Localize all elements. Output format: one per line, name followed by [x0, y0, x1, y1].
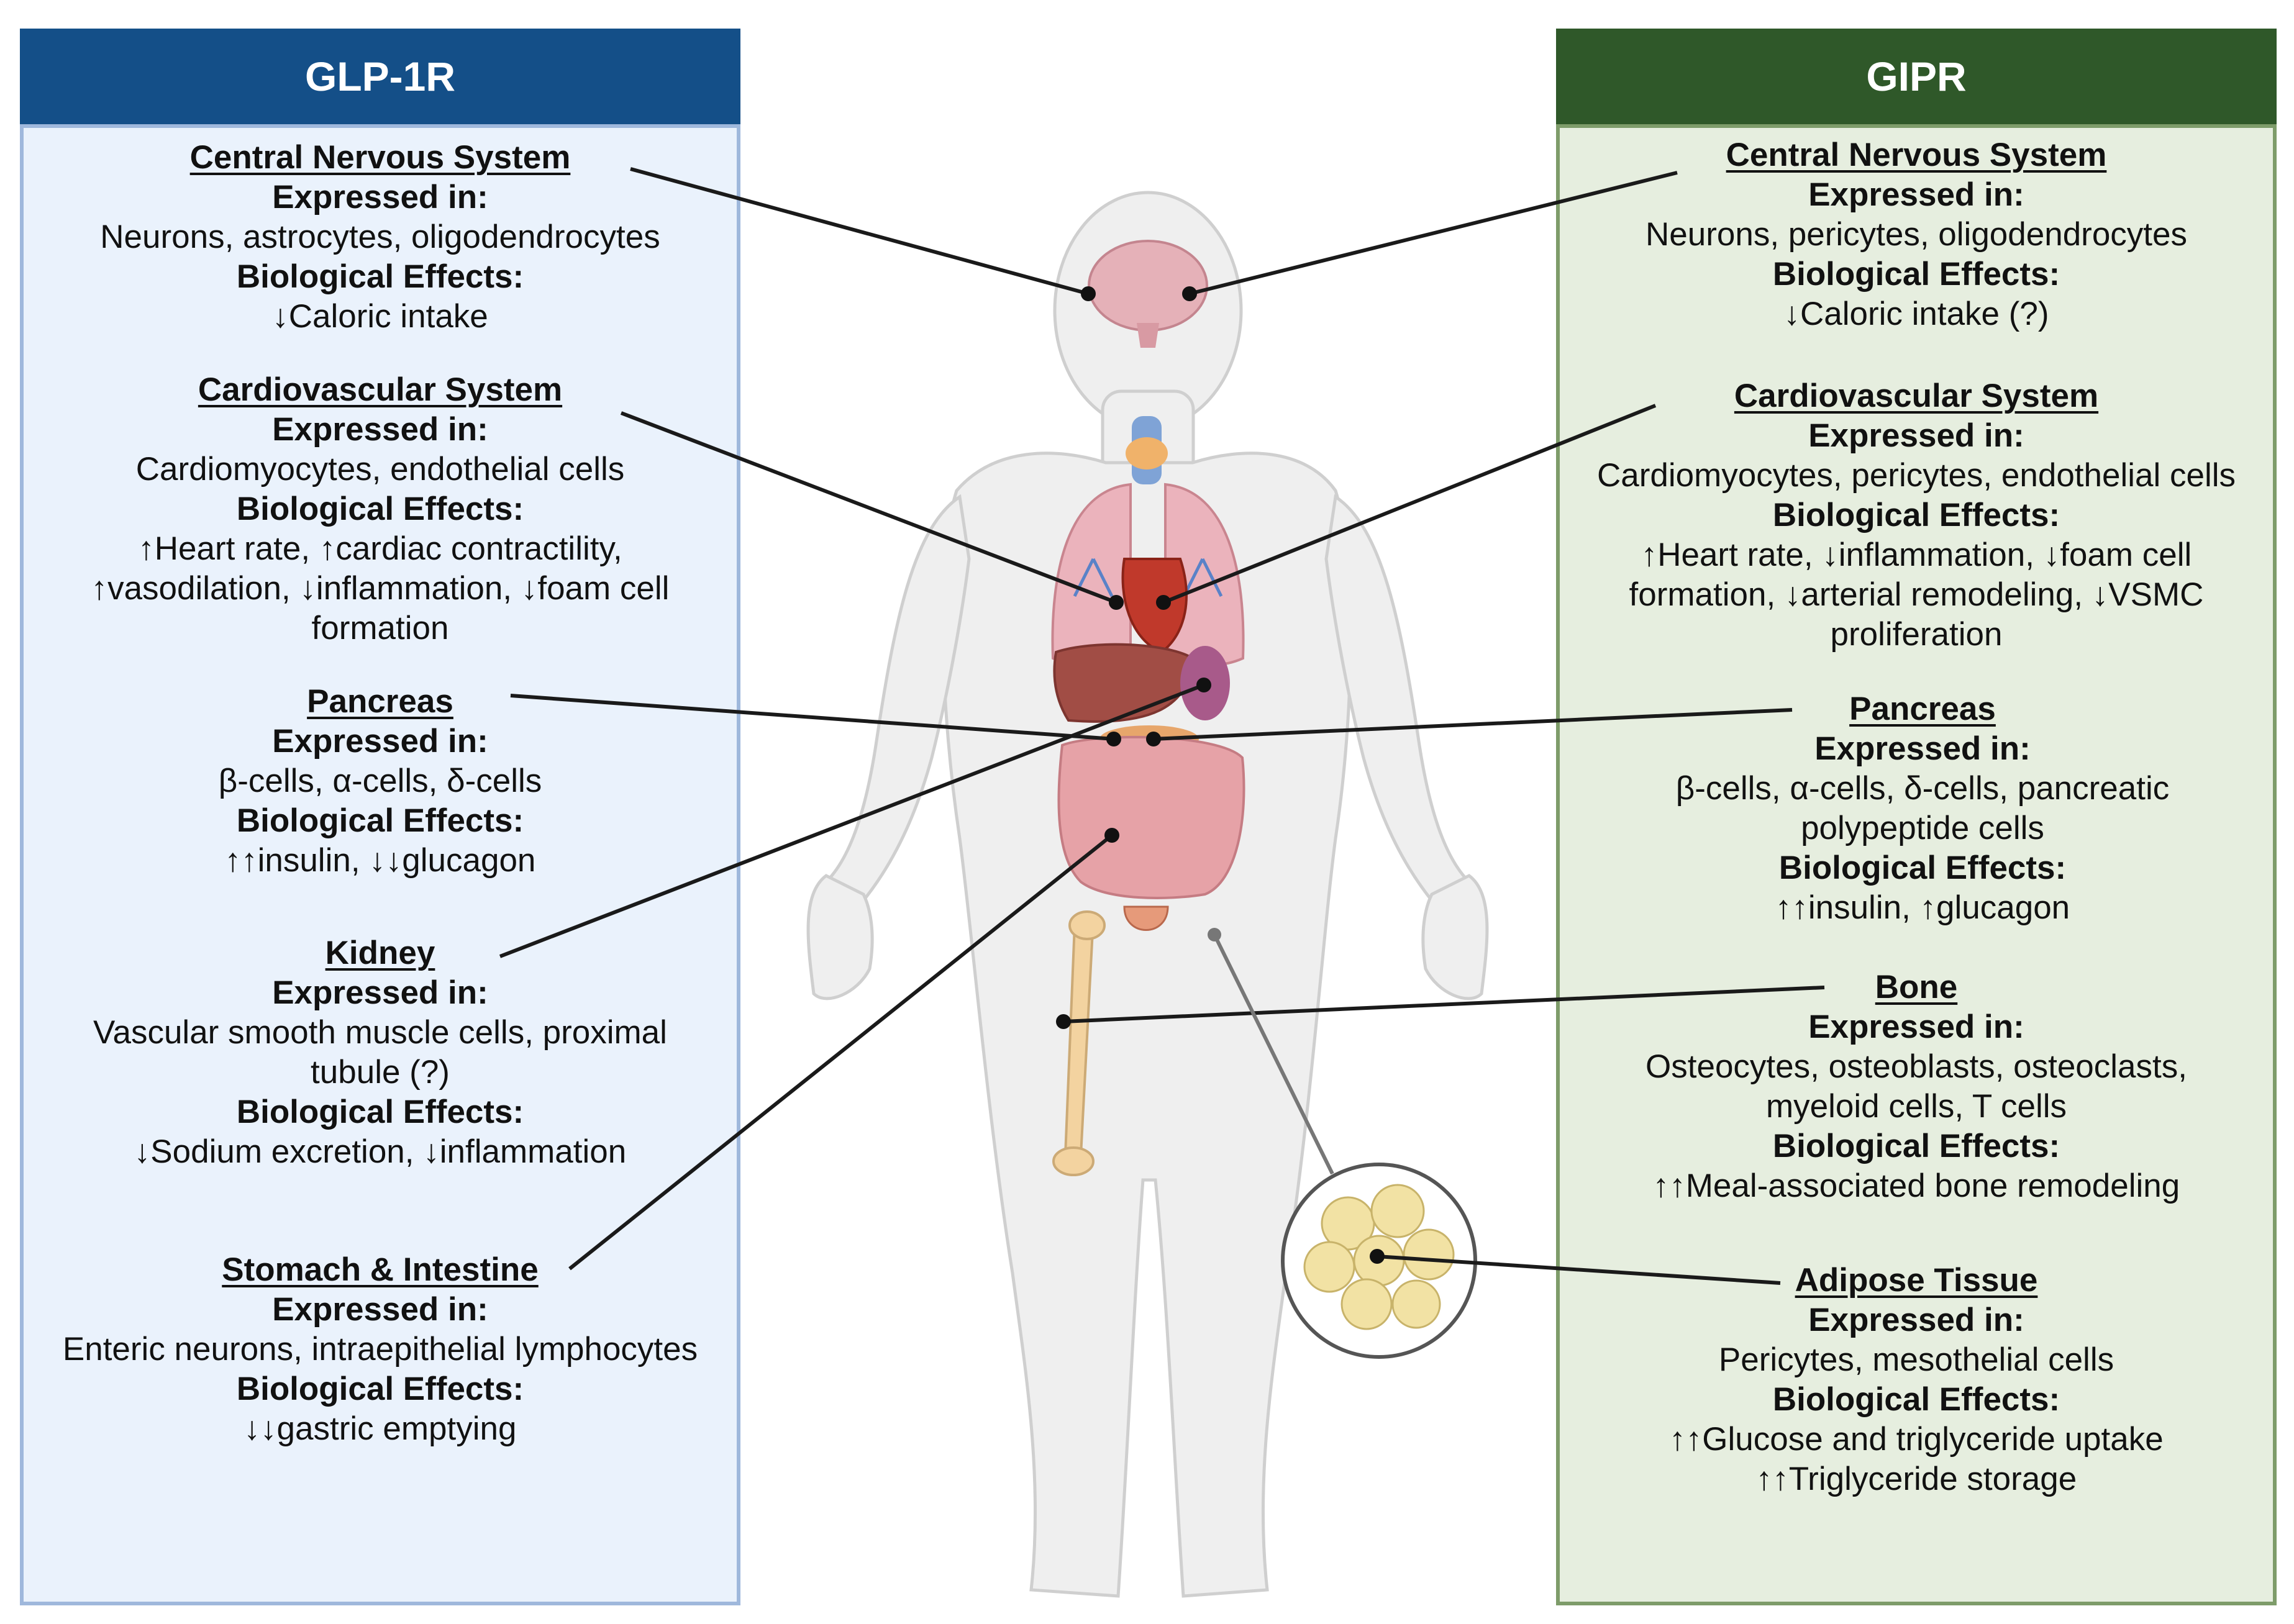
femur-knee-icon — [1052, 1146, 1095, 1176]
effects-text: ↑↑insulin, ↓↓glucagon — [224, 842, 536, 879]
section-title: Cardiovascular System — [198, 371, 563, 408]
glp1r-cns-connector — [630, 167, 1089, 296]
glp1r-stomach-intestine-connector — [568, 833, 1113, 1271]
expressed-text: Neurons, astrocytes, oligodendrocytes — [100, 219, 660, 255]
gipr-bone-connector — [1063, 986, 1825, 1023]
expressed-text: Enteric neurons, intraepithelial lymphoc… — [62, 1331, 698, 1368]
glp1r-stomach-intestine-section: Stomach & Intestine Expressed in: Enteri… — [23, 1250, 737, 1449]
section-title: Bone — [1875, 969, 1958, 1005]
expressed-label: Expressed in: — [1808, 417, 2024, 454]
brainstem-icon — [1137, 323, 1159, 348]
expressed-text: Neurons, pericytes, oligodendrocytes — [1645, 216, 2187, 253]
effects-label: Biological Effects: — [1772, 1128, 2060, 1164]
gipr-adipose-section: Adipose Tissue Expressed in: Pericytes, … — [1559, 1261, 2274, 1499]
expressed-label: Expressed in: — [1808, 1302, 2024, 1338]
effects-text: ↑Heart rate, ↑cardiac contractility, ↑va… — [91, 530, 670, 646]
section-title: Central Nervous System — [1726, 137, 2107, 173]
gipr-cns-connector — [1189, 171, 1678, 296]
glp1r-header: GLP-1R — [20, 29, 740, 124]
effects-label: Biological Effects: — [1772, 497, 2060, 533]
section-title: Cardiovascular System — [1734, 378, 2099, 414]
gipr-panel — [1556, 124, 2277, 1605]
section-title: Pancreas — [307, 683, 453, 720]
expressed-text: β-cells, α-cells, δ-cells, pancreatic po… — [1675, 770, 2170, 846]
connector-endpoints — [1056, 286, 1385, 1264]
effects-label: Biological Effects: — [236, 258, 524, 295]
expressed-label: Expressed in: — [272, 1291, 488, 1328]
human-body-silhouette — [806, 191, 1489, 1598]
effects-label: Biological Effects: — [1772, 1381, 2060, 1418]
effects-label: Biological Effects: — [236, 1371, 524, 1407]
effects-text: ↑↑Glucose and triglyceride uptake ↑↑Trig… — [1669, 1421, 2164, 1497]
effects-label: Biological Effects: — [236, 802, 524, 839]
expressed-text: Cardiomyocytes, endothelial cells — [135, 451, 625, 488]
effects-text: ↑↑Meal-associated bone remodeling — [1652, 1168, 2180, 1204]
effects-label: Biological Effects: — [1778, 850, 2067, 886]
gipr-bone-section: Bone Expressed in: Osteocytes, osteoblas… — [1559, 968, 2274, 1206]
expressed-label: Expressed in: — [272, 411, 488, 448]
glp1r-cns-section: Central Nervous System Expressed in: Neu… — [23, 138, 737, 337]
expressed-text: Osteocytes, osteoblasts, osteoclasts, my… — [1645, 1048, 2187, 1125]
glp1r-cardiovascular-section: Cardiovascular System Expressed in: Card… — [23, 370, 737, 648]
gipr-cardiovascular-connector — [1162, 404, 1657, 604]
section-title: Central Nervous System — [189, 139, 571, 176]
expressed-text: Pericytes, mesothelial cells — [1718, 1341, 2114, 1378]
expressed-text: β-cells, α-cells, δ-cells — [218, 763, 542, 799]
gipr-pancreas-connector — [1153, 708, 1793, 741]
expressed-label: Expressed in: — [272, 179, 488, 215]
thyroid-gland-icon — [1126, 437, 1168, 470]
gipr-adipose-connector — [1377, 1254, 1781, 1285]
brain-icon — [1088, 240, 1208, 332]
expressed-text: Vascular smooth muscle cells, proximal t… — [93, 1014, 667, 1091]
section-title: Stomach & Intestine — [222, 1251, 539, 1288]
expressed-label: Expressed in: — [1814, 730, 2031, 767]
effects-label: Biological Effects: — [236, 491, 524, 527]
bladder-icon — [1123, 905, 1169, 931]
glp1r-pancreas-section: Pancreas Expressed in: β-cells, α-cells,… — [23, 682, 737, 881]
gipr-cardiovascular-section: Cardiovascular System Expressed in: Card… — [1559, 376, 2274, 655]
organs — [1051, 240, 1245, 1176]
section-title: Adipose Tissue — [1795, 1262, 2038, 1299]
glp1r-panel — [20, 124, 740, 1605]
effects-text: ↓↓gastric emptying — [244, 1410, 517, 1447]
gipr-pancreas-section: Pancreas Expressed in: β-cells, α-cells,… — [1565, 689, 2280, 928]
expressed-label: Expressed in: — [272, 723, 488, 760]
effects-text: ↓Caloric intake — [272, 298, 488, 335]
expressed-label: Expressed in: — [1808, 1009, 2024, 1045]
section-title: Kidney — [325, 935, 435, 971]
effects-text: ↑↑insulin, ↑glucagon — [1775, 889, 2070, 926]
expressed-text: Cardiomyocytes, pericytes, endothelial c… — [1596, 457, 2236, 494]
gipr-header: GIPR — [1556, 29, 2277, 124]
glp1r-kidney-section: Kidney Expressed in: Vascular smooth mus… — [23, 933, 737, 1172]
intestines-icon — [1057, 735, 1245, 899]
effects-text: ↓Sodium excretion, ↓inflammation — [134, 1133, 627, 1170]
section-title: Pancreas — [1849, 691, 1996, 727]
effects-text: ↑Heart rate, ↓inflammation, ↓foam cell f… — [1629, 537, 2204, 653]
connector-lines — [499, 167, 1825, 1285]
effects-text: ↓Caloric intake (?) — [1783, 296, 2049, 332]
expressed-label: Expressed in: — [1808, 176, 2024, 213]
adipose-callout-connector — [1213, 933, 1334, 1175]
gipr-cns-section: Central Nervous System Expressed in: Neu… — [1559, 135, 2274, 334]
effects-label: Biological Effects: — [236, 1094, 524, 1130]
glp1r-cardiovascular-connector — [620, 411, 1117, 604]
glp1r-pancreas-connector — [510, 694, 1114, 741]
bronchi-icon — [1073, 558, 1223, 597]
glp1r-kidney-connector — [499, 683, 1205, 958]
femur-head-icon — [1068, 910, 1106, 940]
effects-label: Biological Effects: — [1772, 256, 2060, 293]
expressed-label: Expressed in: — [272, 974, 488, 1011]
